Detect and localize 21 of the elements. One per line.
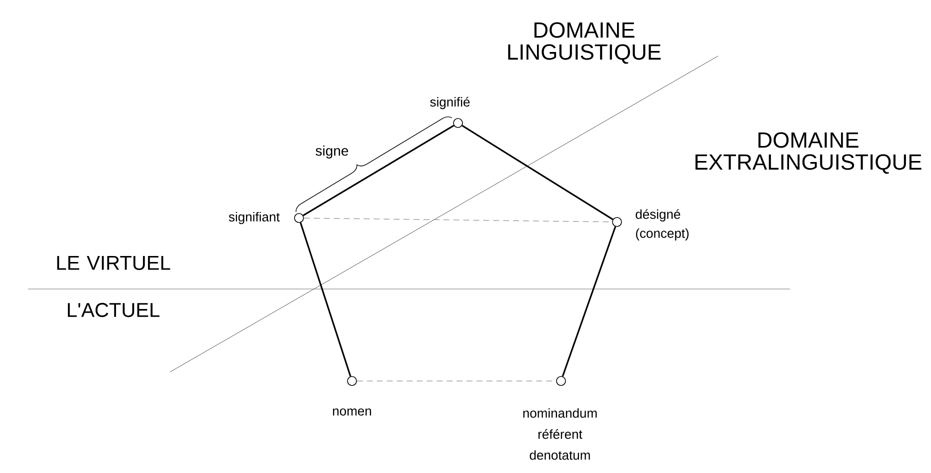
node-label: référent <box>538 429 582 439</box>
region-label: L'ACTUEL <box>68 302 160 318</box>
junction-circle <box>453 118 463 128</box>
connector-line <box>302 124 454 216</box>
junction-circle <box>347 376 357 386</box>
node-label: désigné (concept) <box>636 209 689 240</box>
region-label: signe <box>316 145 348 159</box>
junction-circle <box>612 217 622 227</box>
region-label: DOMAINE LINGUISTIQUE <box>508 22 661 64</box>
node-label: signifiant <box>228 212 280 224</box>
connector-line <box>300 222 352 377</box>
node-label: denotatum <box>530 450 590 460</box>
node-label: nomen <box>333 408 372 416</box>
node-label: signifié <box>430 96 470 110</box>
junction-circle <box>556 376 566 386</box>
node-label: nominandum <box>523 408 597 418</box>
connector-line <box>562 226 616 377</box>
junction-circle <box>294 213 304 223</box>
region-label: DOMAINE EXTRALINGUISTIQUE <box>696 132 922 174</box>
connector-line <box>462 124 614 220</box>
region-label: LE VIRTUEL <box>57 256 170 270</box>
